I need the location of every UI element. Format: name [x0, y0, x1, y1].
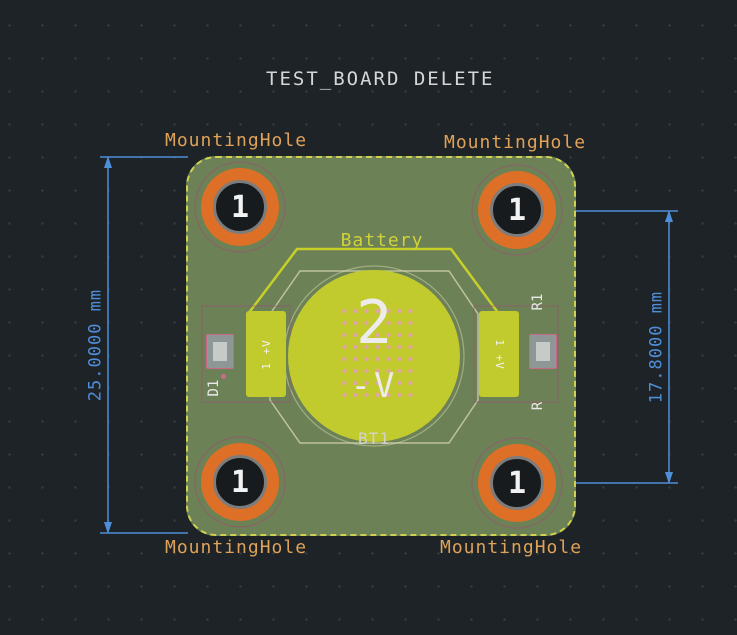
mounting-hole-footprint-bottom-right[interactable]: 1 — [478, 444, 556, 522]
pad-number: 1 — [230, 464, 250, 500]
resistor-extra-text[interactable]: R — [530, 401, 546, 411]
mounting-hole-courtyards — [194, 161, 563, 529]
resistor-body[interactable]: 1 +V — [479, 311, 519, 397]
mounting-hole-label-bottom-right[interactable]: MountingHole — [440, 537, 583, 558]
hole-drill: 1 — [490, 183, 544, 237]
dimension-right-value[interactable]: 17.8000 mm — [646, 290, 667, 404]
resistor-pad[interactable] — [529, 334, 557, 369]
pad-number: 1 — [230, 189, 250, 225]
dimension-left[interactable] — [100, 156, 188, 534]
battery-value-text[interactable]: Battery — [340, 230, 424, 251]
resistor-pad-core — [536, 342, 550, 361]
mounting-hole-label-top-left[interactable]: MountingHole — [165, 130, 308, 151]
battery-reference-text[interactable]: BT1 — [358, 429, 390, 448]
hole-drill: 1 — [490, 456, 544, 510]
battery-fab-outline[interactable] — [247, 247, 501, 315]
resistor-pad-text: 1 +V — [492, 338, 506, 370]
pad-number: 1 — [507, 465, 527, 501]
board-title-text[interactable]: TEST_BOARD DELETE — [266, 68, 495, 90]
diode-pad-text: 1 +V — [259, 338, 273, 370]
battery-pad-paste-dots — [337, 303, 415, 405]
mounting-hole-label-bottom-left[interactable]: MountingHole — [165, 537, 308, 558]
pad-number: 1 — [507, 192, 527, 228]
battery-polarity-text: -V — [350, 366, 398, 406]
hole-drill: 1 — [213, 180, 267, 234]
battery-pad-number: 2 — [355, 288, 393, 358]
mounting-hole-footprint-top-right[interactable]: 1 — [478, 171, 556, 249]
mounting-hole-label-top-right[interactable]: MountingHole — [444, 132, 587, 153]
mounting-hole-footprint-bottom-left[interactable]: 1 — [201, 443, 279, 521]
diode-pad-core — [213, 342, 227, 361]
dimension-right[interactable] — [576, 210, 678, 484]
diode-pad[interactable] — [206, 334, 234, 369]
mounting-hole-footprint-top-left[interactable]: 1 — [201, 168, 279, 246]
hole-drill: 1 — [213, 455, 267, 509]
dimension-left-value[interactable]: 25.0000 mm — [85, 288, 106, 402]
diode-reference-text[interactable]: D1 — [206, 379, 222, 397]
diode-body[interactable]: 1 +V — [246, 311, 286, 397]
resistor-reference-text[interactable]: R1 — [530, 293, 546, 311]
battery-silkscreen-outline — [269, 270, 479, 444]
diode-pin1-marker — [221, 374, 226, 379]
